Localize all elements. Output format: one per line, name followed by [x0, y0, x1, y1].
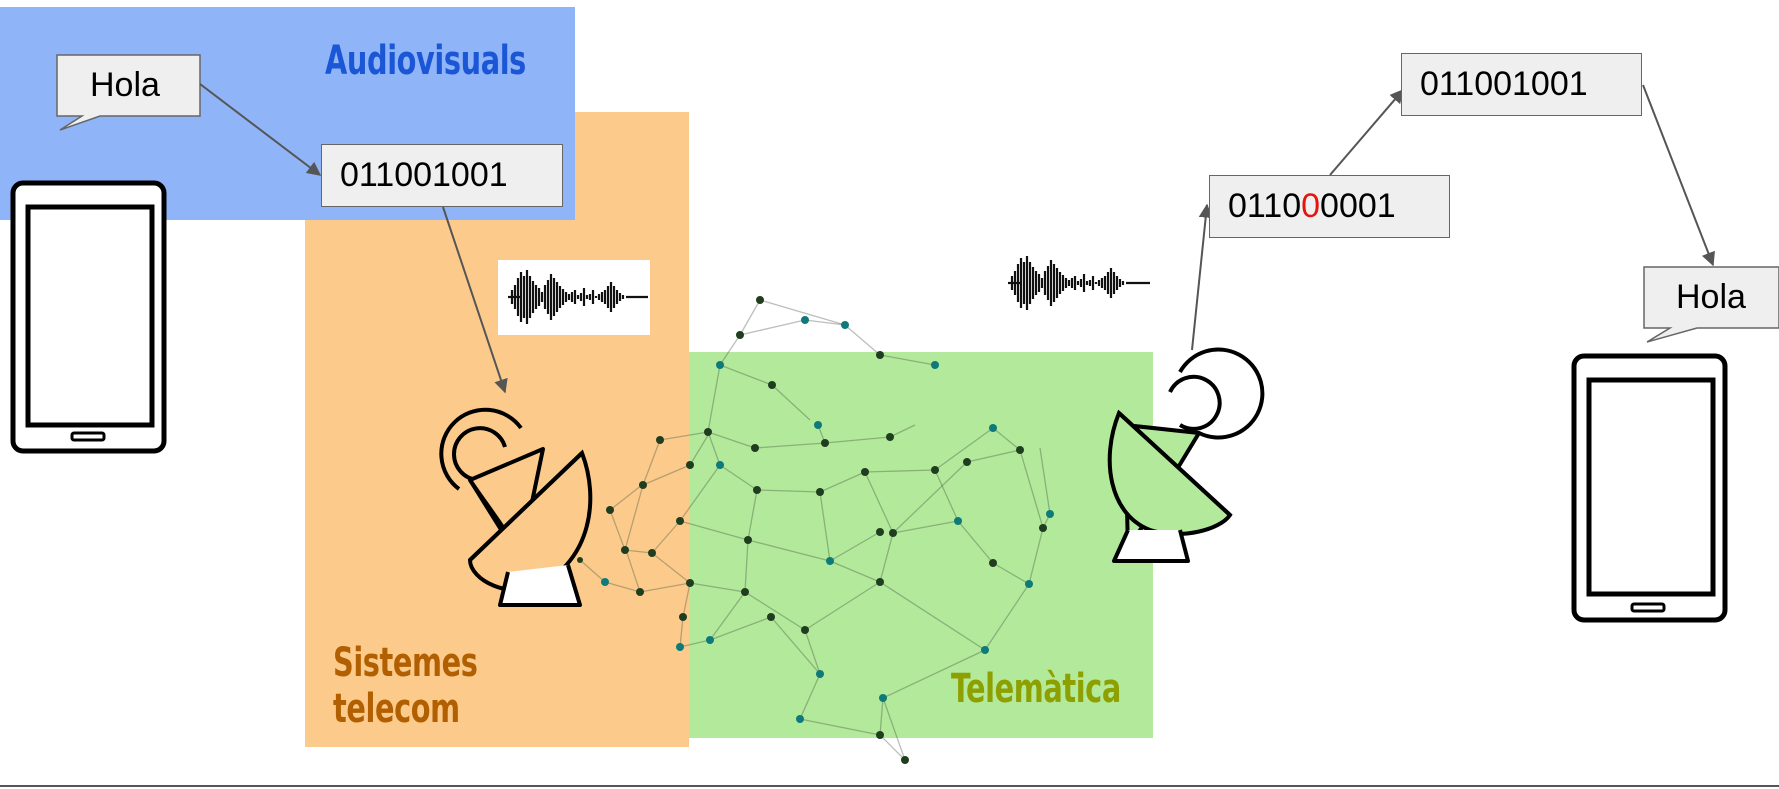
sender-satellite-icon [439, 407, 593, 607]
sender-bubble-text: Hola [90, 66, 160, 104]
telematica-region [689, 352, 1153, 738]
bottom-border [0, 785, 1779, 787]
telematica-label: Telemàtica [951, 666, 1121, 712]
sistemes-label-line2: telecom [333, 686, 460, 732]
sender-phone-icon [10, 180, 167, 454]
sender-waveform-icon [498, 260, 650, 335]
corrected-bits-text: 011001001 [1420, 65, 1588, 103]
received-bits-error: 0 [1301, 187, 1321, 225]
sistemes-label-line1: Sistemes [333, 640, 478, 686]
sender-bits-text: 011001001 [340, 156, 508, 194]
receiver-speech-bubble [1643, 266, 1779, 343]
sistemes-telecom-label: Sistemes telecom [333, 640, 514, 732]
network-graph [579, 299, 1051, 761]
receiver-bubble-text: Hola [1676, 278, 1746, 316]
sender-bits-box: 011001001 [321, 144, 563, 207]
receiver-satellite-icon [1107, 347, 1265, 563]
network-nodes [577, 296, 1054, 764]
flow-arrows [199, 83, 1715, 394]
receiver-waveform-icon [1008, 256, 1150, 310]
received-bits-suffix: 0001 [1320, 187, 1396, 225]
received-bits-prefix: 0110 [1228, 187, 1302, 225]
audiovisuals-label: Audiovisuals [325, 38, 526, 84]
receiver-phone-icon [1571, 353, 1728, 623]
sender-speech-bubble [56, 54, 201, 131]
corrected-bits-box: 011001001 [1401, 53, 1642, 116]
